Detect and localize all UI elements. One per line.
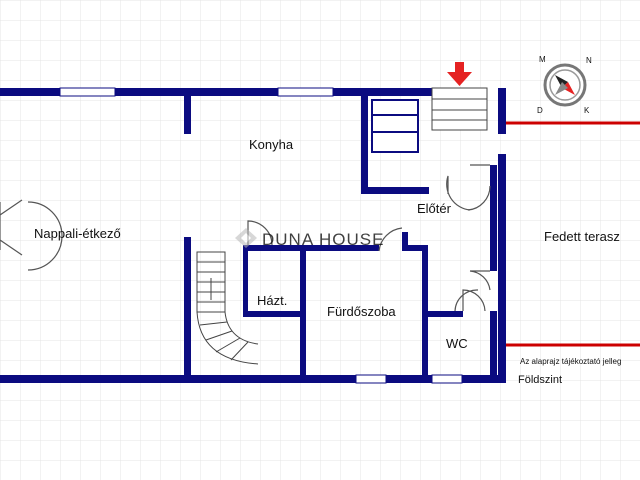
compass-letter: M bbox=[539, 55, 546, 64]
room-label-terrace: Fedett terasz bbox=[544, 229, 620, 244]
room-label-pantry: Házt. bbox=[257, 293, 287, 308]
room-label-hall: Előtér bbox=[417, 201, 452, 216]
stairs-spiral bbox=[196, 251, 259, 365]
stairs-entrance bbox=[431, 87, 488, 131]
terrace-boundary bbox=[502, 121, 640, 347]
room-label-living: Nappali-étkező bbox=[34, 226, 121, 241]
walls bbox=[0, 88, 506, 383]
room-label-kitchen: Konyha bbox=[249, 137, 294, 152]
compass-letter: N bbox=[586, 56, 592, 65]
duna-house-logo-icon bbox=[235, 228, 257, 248]
watermark-text: DUNA HOUSE bbox=[262, 230, 384, 249]
doors bbox=[0, 164, 491, 312]
floor-label: Földszint bbox=[518, 374, 562, 386]
compass-icon: M D K N bbox=[537, 55, 592, 115]
stairs-upper bbox=[371, 99, 419, 153]
entrance-arrow-icon bbox=[447, 62, 472, 86]
room-label-wc: WC bbox=[446, 336, 468, 351]
compass-letter: D bbox=[537, 106, 543, 115]
disclaimer-text: Az alaprajz tájékoztató jelleg bbox=[520, 357, 621, 366]
compass-letter: K bbox=[584, 106, 590, 115]
room-label-bathroom: Fürdőszoba bbox=[327, 304, 396, 319]
